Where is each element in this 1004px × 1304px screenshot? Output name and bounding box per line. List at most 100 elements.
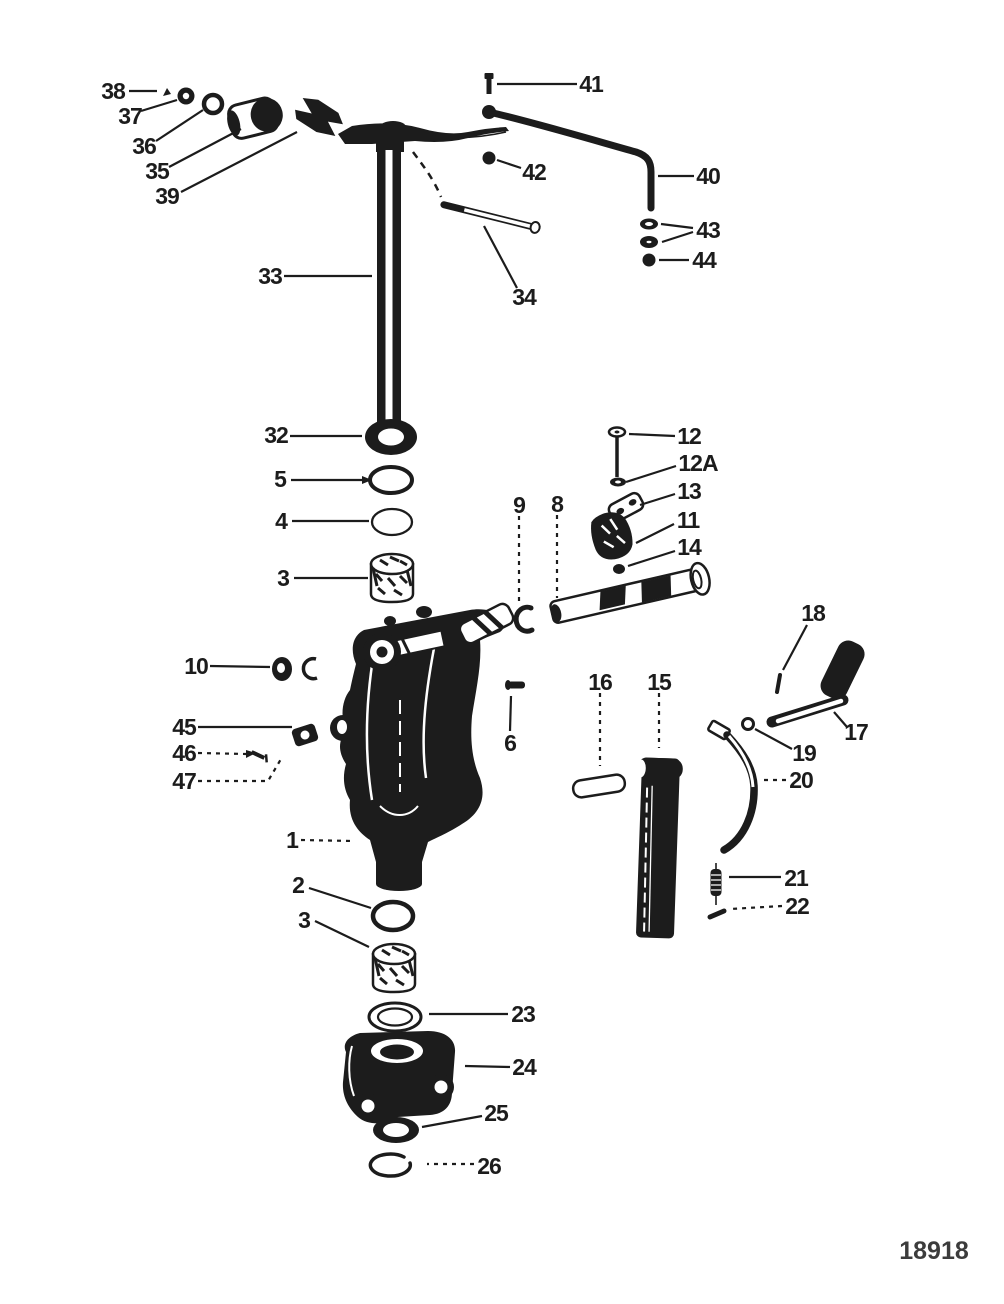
- block-11-part: [591, 512, 633, 560]
- callout-label: 13: [677, 478, 701, 504]
- ball-14-part: [613, 564, 625, 574]
- screw-46-part: [250, 750, 268, 763]
- washer-12a-part: [610, 477, 626, 487]
- callout-label: 37: [118, 103, 142, 129]
- callout-leader: [180, 131, 298, 193]
- tilt-pin-8-part: [549, 561, 711, 624]
- snap-ring-26-part: [368, 1152, 413, 1178]
- callout-label: 11: [677, 507, 701, 533]
- screw-41-part: [484, 73, 494, 94]
- plug-35-part: [227, 96, 283, 140]
- callout-leader: [639, 492, 676, 507]
- swivel-bracket-part: [330, 602, 515, 891]
- callout-leader: [754, 728, 793, 750]
- callout-leader: [627, 549, 676, 568]
- callout-leader: [314, 920, 370, 948]
- tilt-lever-17-part: [766, 640, 865, 728]
- callout-label: 32: [264, 422, 288, 448]
- callout-label: 45: [172, 714, 197, 740]
- callout-label: 20: [789, 767, 813, 793]
- washer-23-part: [367, 1001, 423, 1033]
- callout-label: 46: [172, 740, 196, 766]
- callout-label: 21: [784, 865, 809, 891]
- callout-label: 8: [551, 491, 564, 517]
- callout-label: 4: [275, 508, 288, 534]
- callout-leader: [635, 523, 675, 544]
- pin-18-part: [775, 673, 782, 694]
- o-ring-2-part: [370, 899, 416, 933]
- callout-leader: [628, 432, 676, 438]
- callout-leader: [782, 624, 808, 671]
- arrowhead: [246, 750, 256, 758]
- callout-label: 24: [512, 1054, 537, 1080]
- figure-part-number: 18918: [899, 1237, 969, 1265]
- callout-label: 3: [277, 565, 289, 591]
- callout-label: 19: [792, 740, 816, 766]
- callout-layer: 383736353941404243443433325431212A131114…: [101, 71, 869, 1179]
- callout-label: 25: [484, 1100, 509, 1126]
- pin-16-part: [571, 773, 627, 799]
- callout-leader: [197, 751, 247, 756]
- o-ring-36-part: [201, 92, 225, 116]
- callout-leader: [729, 904, 783, 911]
- callout-label: 3: [298, 907, 310, 933]
- callout-label: 34: [512, 284, 537, 310]
- callout-label: 10: [184, 653, 208, 679]
- callout-leader: [308, 886, 372, 910]
- callout-label: 16: [588, 669, 612, 695]
- pin-22-part: [707, 908, 727, 920]
- swivel-tube-33-part: [377, 142, 401, 424]
- bolt-12-part: [607, 426, 627, 477]
- plate-45-part: [291, 723, 319, 747]
- clamp-bracket-24-part: [342, 1031, 456, 1124]
- callout-leader: [198, 758, 282, 783]
- link-rod-40-part: [482, 105, 655, 212]
- steering-arm-part: [338, 121, 509, 152]
- pin-38-part: [163, 88, 171, 96]
- callout-label: 26: [477, 1153, 501, 1179]
- callout-leader: [209, 664, 271, 669]
- callout-label: 12A: [678, 450, 718, 476]
- lock-rod-20-part: [707, 719, 758, 854]
- ball-42-part: [482, 151, 496, 165]
- callout-leader: [155, 109, 204, 142]
- clip-39-part: [295, 98, 343, 136]
- callout-label: 18: [801, 600, 826, 626]
- callout-label: 17: [844, 719, 868, 745]
- callout-label: 35: [145, 158, 170, 184]
- screw-6-part: [505, 680, 525, 690]
- ring-4-part: [370, 507, 414, 537]
- callout-leader: [508, 695, 513, 732]
- ball-44-part: [642, 253, 656, 267]
- callout-label: 38: [101, 78, 126, 104]
- seal-25-part: [373, 1117, 419, 1143]
- callout-leader: [833, 711, 848, 728]
- callout-label: 36: [132, 133, 156, 159]
- callout-leader: [496, 158, 522, 170]
- callout-label: 9: [513, 492, 525, 518]
- callout-label: 6: [504, 730, 516, 756]
- callout-label: 14: [677, 534, 702, 560]
- callout-leader: [421, 1114, 483, 1129]
- assembly-dash-line: [411, 151, 443, 198]
- callout-label: 42: [522, 159, 546, 185]
- o-ring-5-part: [368, 465, 414, 495]
- callout-label: 47: [172, 768, 196, 794]
- washer-37-part: [177, 87, 195, 105]
- grommet-10-part: [272, 656, 318, 681]
- washers-43-part: [640, 218, 658, 248]
- arrowhead: [362, 476, 372, 484]
- callout-label: 23: [511, 1001, 535, 1027]
- callout-label: 1: [286, 827, 299, 853]
- callout-label: 39: [155, 183, 179, 209]
- callout-leader: [660, 222, 694, 230]
- callout-label: 12: [677, 423, 701, 449]
- callout-leader: [661, 230, 694, 244]
- bushing-3-lower-part: [371, 942, 417, 994]
- callout-leader: [168, 128, 242, 168]
- callout-leader: [464, 1064, 511, 1069]
- callout-label: 40: [696, 163, 720, 189]
- snap-ring-9-part: [513, 604, 535, 634]
